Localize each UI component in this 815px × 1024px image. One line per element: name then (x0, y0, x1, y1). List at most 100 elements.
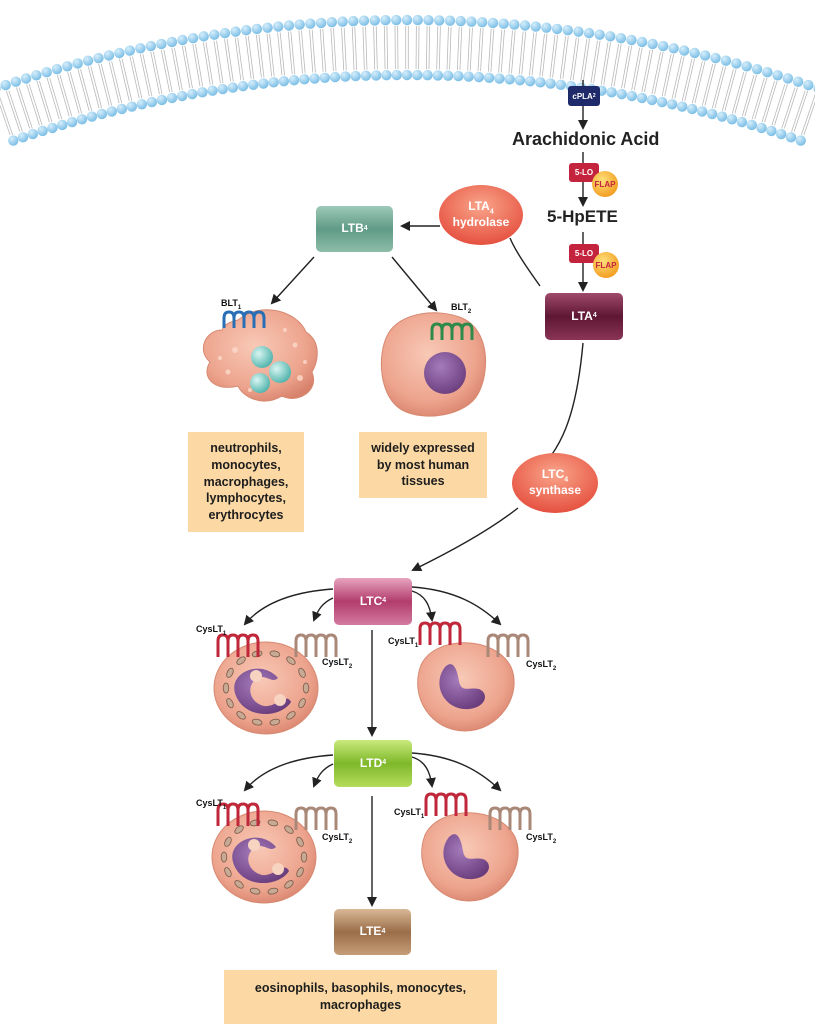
lipid-head (177, 34, 188, 46)
lipid-head (136, 99, 148, 110)
lipid-head (756, 122, 767, 134)
lipid-head (0, 85, 1, 92)
lipid-head (124, 45, 136, 56)
lipid-head (268, 77, 279, 88)
lipid-head (494, 73, 505, 84)
lipid-head (96, 108, 108, 120)
lipid-head (103, 50, 115, 61)
lipid-head (251, 23, 263, 35)
blt2-expression-note: widely expressed by most human tissues (363, 432, 483, 498)
lipid-head (237, 80, 249, 92)
lipid-head (62, 61, 73, 72)
lipid-head (8, 135, 19, 146)
lipid-head (689, 47, 700, 59)
lipid-head (37, 125, 48, 137)
lipid-head (93, 52, 104, 64)
lte4-box (334, 909, 411, 955)
lipid-head (217, 83, 228, 95)
lipid-head (545, 78, 556, 89)
lipid-head (350, 70, 361, 82)
lipid-head (17, 132, 29, 143)
5lo-label-a: 5-LO (574, 168, 594, 177)
cyslt2-label-ltc4-right: CysLT2 (526, 659, 557, 672)
ltb4-box (316, 206, 393, 252)
cyslt-cells (211, 621, 532, 904)
lipid-head (720, 55, 732, 66)
lipid-head (187, 32, 199, 44)
lipid-head (795, 135, 806, 146)
lipid-head (785, 132, 797, 143)
lipid-head (76, 114, 88, 125)
5lo-flap-complex-a (569, 163, 618, 197)
blt1-receptor-icon (222, 310, 266, 328)
lipid-head (444, 15, 456, 26)
cyslt2-receptor-icon (294, 806, 338, 830)
lipid-head (616, 88, 627, 100)
lipid-head (329, 71, 341, 83)
lipid-head (594, 29, 605, 40)
lipid-head (696, 106, 708, 117)
blt2-receptor-label: BLT2 (451, 302, 472, 315)
lipid-head (636, 92, 648, 104)
lipid-head (305, 18, 316, 29)
arachidonic-acid-label: Arachidonic Acid (512, 129, 660, 149)
flap-label-a: FLAP (594, 179, 616, 189)
lipid-head (803, 79, 814, 91)
lipid-head (187, 88, 198, 100)
cyslt-cell-types-note: eosinophils, basophils, monocytes, macro… (228, 970, 493, 1024)
lipid-head (72, 58, 83, 69)
lipid-head (657, 40, 669, 52)
lipid-head (391, 14, 402, 26)
ltc4-synthase-label: LTC4 synthase (528, 466, 582, 498)
lipid-head (746, 119, 757, 131)
lipid-head (31, 70, 42, 81)
lipid-head (626, 34, 637, 46)
lipid-head (273, 21, 284, 32)
lipid-head (726, 114, 738, 125)
lipid-head (135, 43, 146, 54)
lipid-head (106, 106, 118, 117)
flap-label-b: FLAP (595, 260, 617, 270)
lipid-head (776, 128, 787, 140)
lipid-head (412, 69, 423, 81)
lipid-head (358, 15, 370, 26)
lipid-head (82, 55, 94, 66)
cell-membrane (0, 14, 815, 146)
lipid-head (401, 14, 413, 26)
lipid-head (294, 19, 305, 30)
lipid-head (442, 70, 454, 81)
5lo-flap-complex-b (569, 244, 619, 278)
lipid-head (337, 16, 348, 27)
lipid-head (710, 52, 721, 64)
lipid-head (686, 103, 698, 115)
blt1-cell-types-note: neutrophils, monocytes, macrophages, lym… (192, 432, 300, 532)
lipid-head (766, 125, 777, 137)
lipid-head (504, 74, 515, 85)
lipid-head (699, 50, 711, 61)
lta4-box (545, 293, 623, 340)
lipid-head (524, 76, 536, 87)
lipid-head (278, 76, 290, 87)
lipid-head (541, 22, 552, 33)
lipid-head (466, 16, 477, 27)
lipid-head (573, 26, 584, 37)
lipid-head (209, 29, 220, 40)
lipid-head (207, 85, 218, 96)
lipid-head (519, 20, 531, 31)
lipid-head (126, 101, 138, 112)
lipid-head (636, 36, 648, 48)
lipid-head (340, 71, 351, 82)
lipid-head (432, 70, 444, 81)
lipid-head (227, 82, 239, 93)
lipid-head (762, 66, 773, 78)
lipid-head (782, 73, 794, 84)
lipid-head (555, 79, 566, 90)
cyslt1-receptor-icon (216, 802, 260, 826)
ltc4-box (334, 578, 412, 625)
lipid-head (326, 17, 338, 28)
